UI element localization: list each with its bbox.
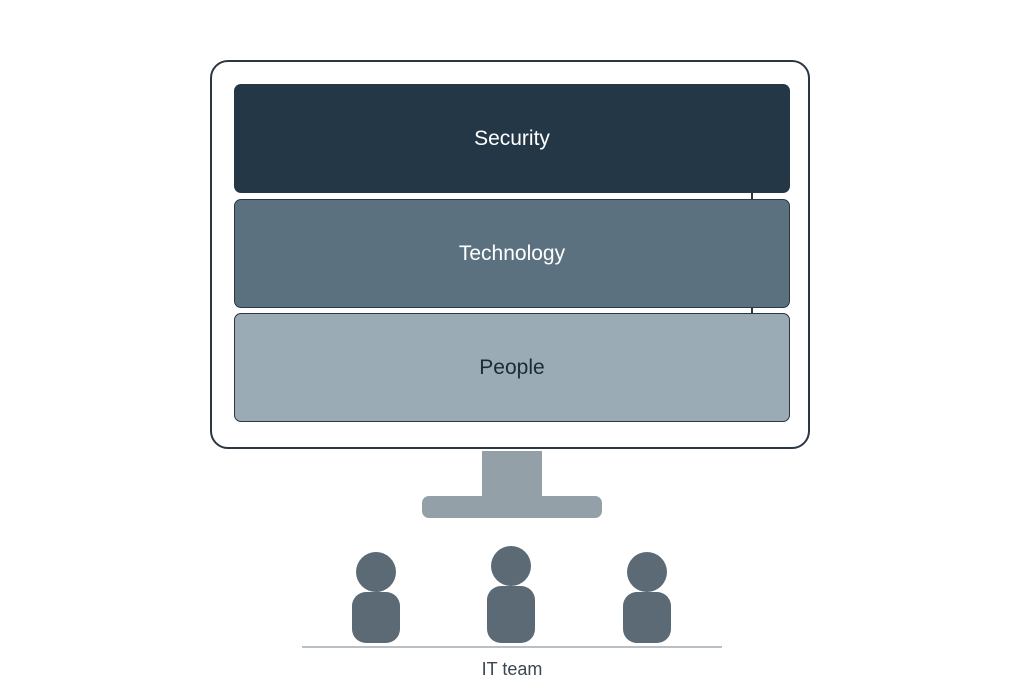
- security-layer: Security: [234, 84, 790, 193]
- people-label: People: [479, 355, 545, 379]
- person-body: [623, 592, 671, 643]
- person-head: [491, 546, 531, 586]
- layer-connector-line: [751, 190, 753, 202]
- technology-layer: Technology: [234, 199, 790, 308]
- person-body: [487, 586, 535, 643]
- technology-label: Technology: [458, 241, 566, 265]
- monitor-stand-base: [422, 496, 602, 518]
- team-baseline: [302, 646, 722, 648]
- monitor-stand-neck: [482, 451, 542, 499]
- layer-connector-line: [751, 305, 753, 317]
- security-label: Security: [474, 126, 550, 150]
- person-body: [352, 592, 400, 643]
- team-label: IT team: [481, 659, 543, 679]
- person-head: [627, 552, 667, 592]
- people-layer: People: [234, 313, 790, 422]
- person-head: [356, 552, 396, 592]
